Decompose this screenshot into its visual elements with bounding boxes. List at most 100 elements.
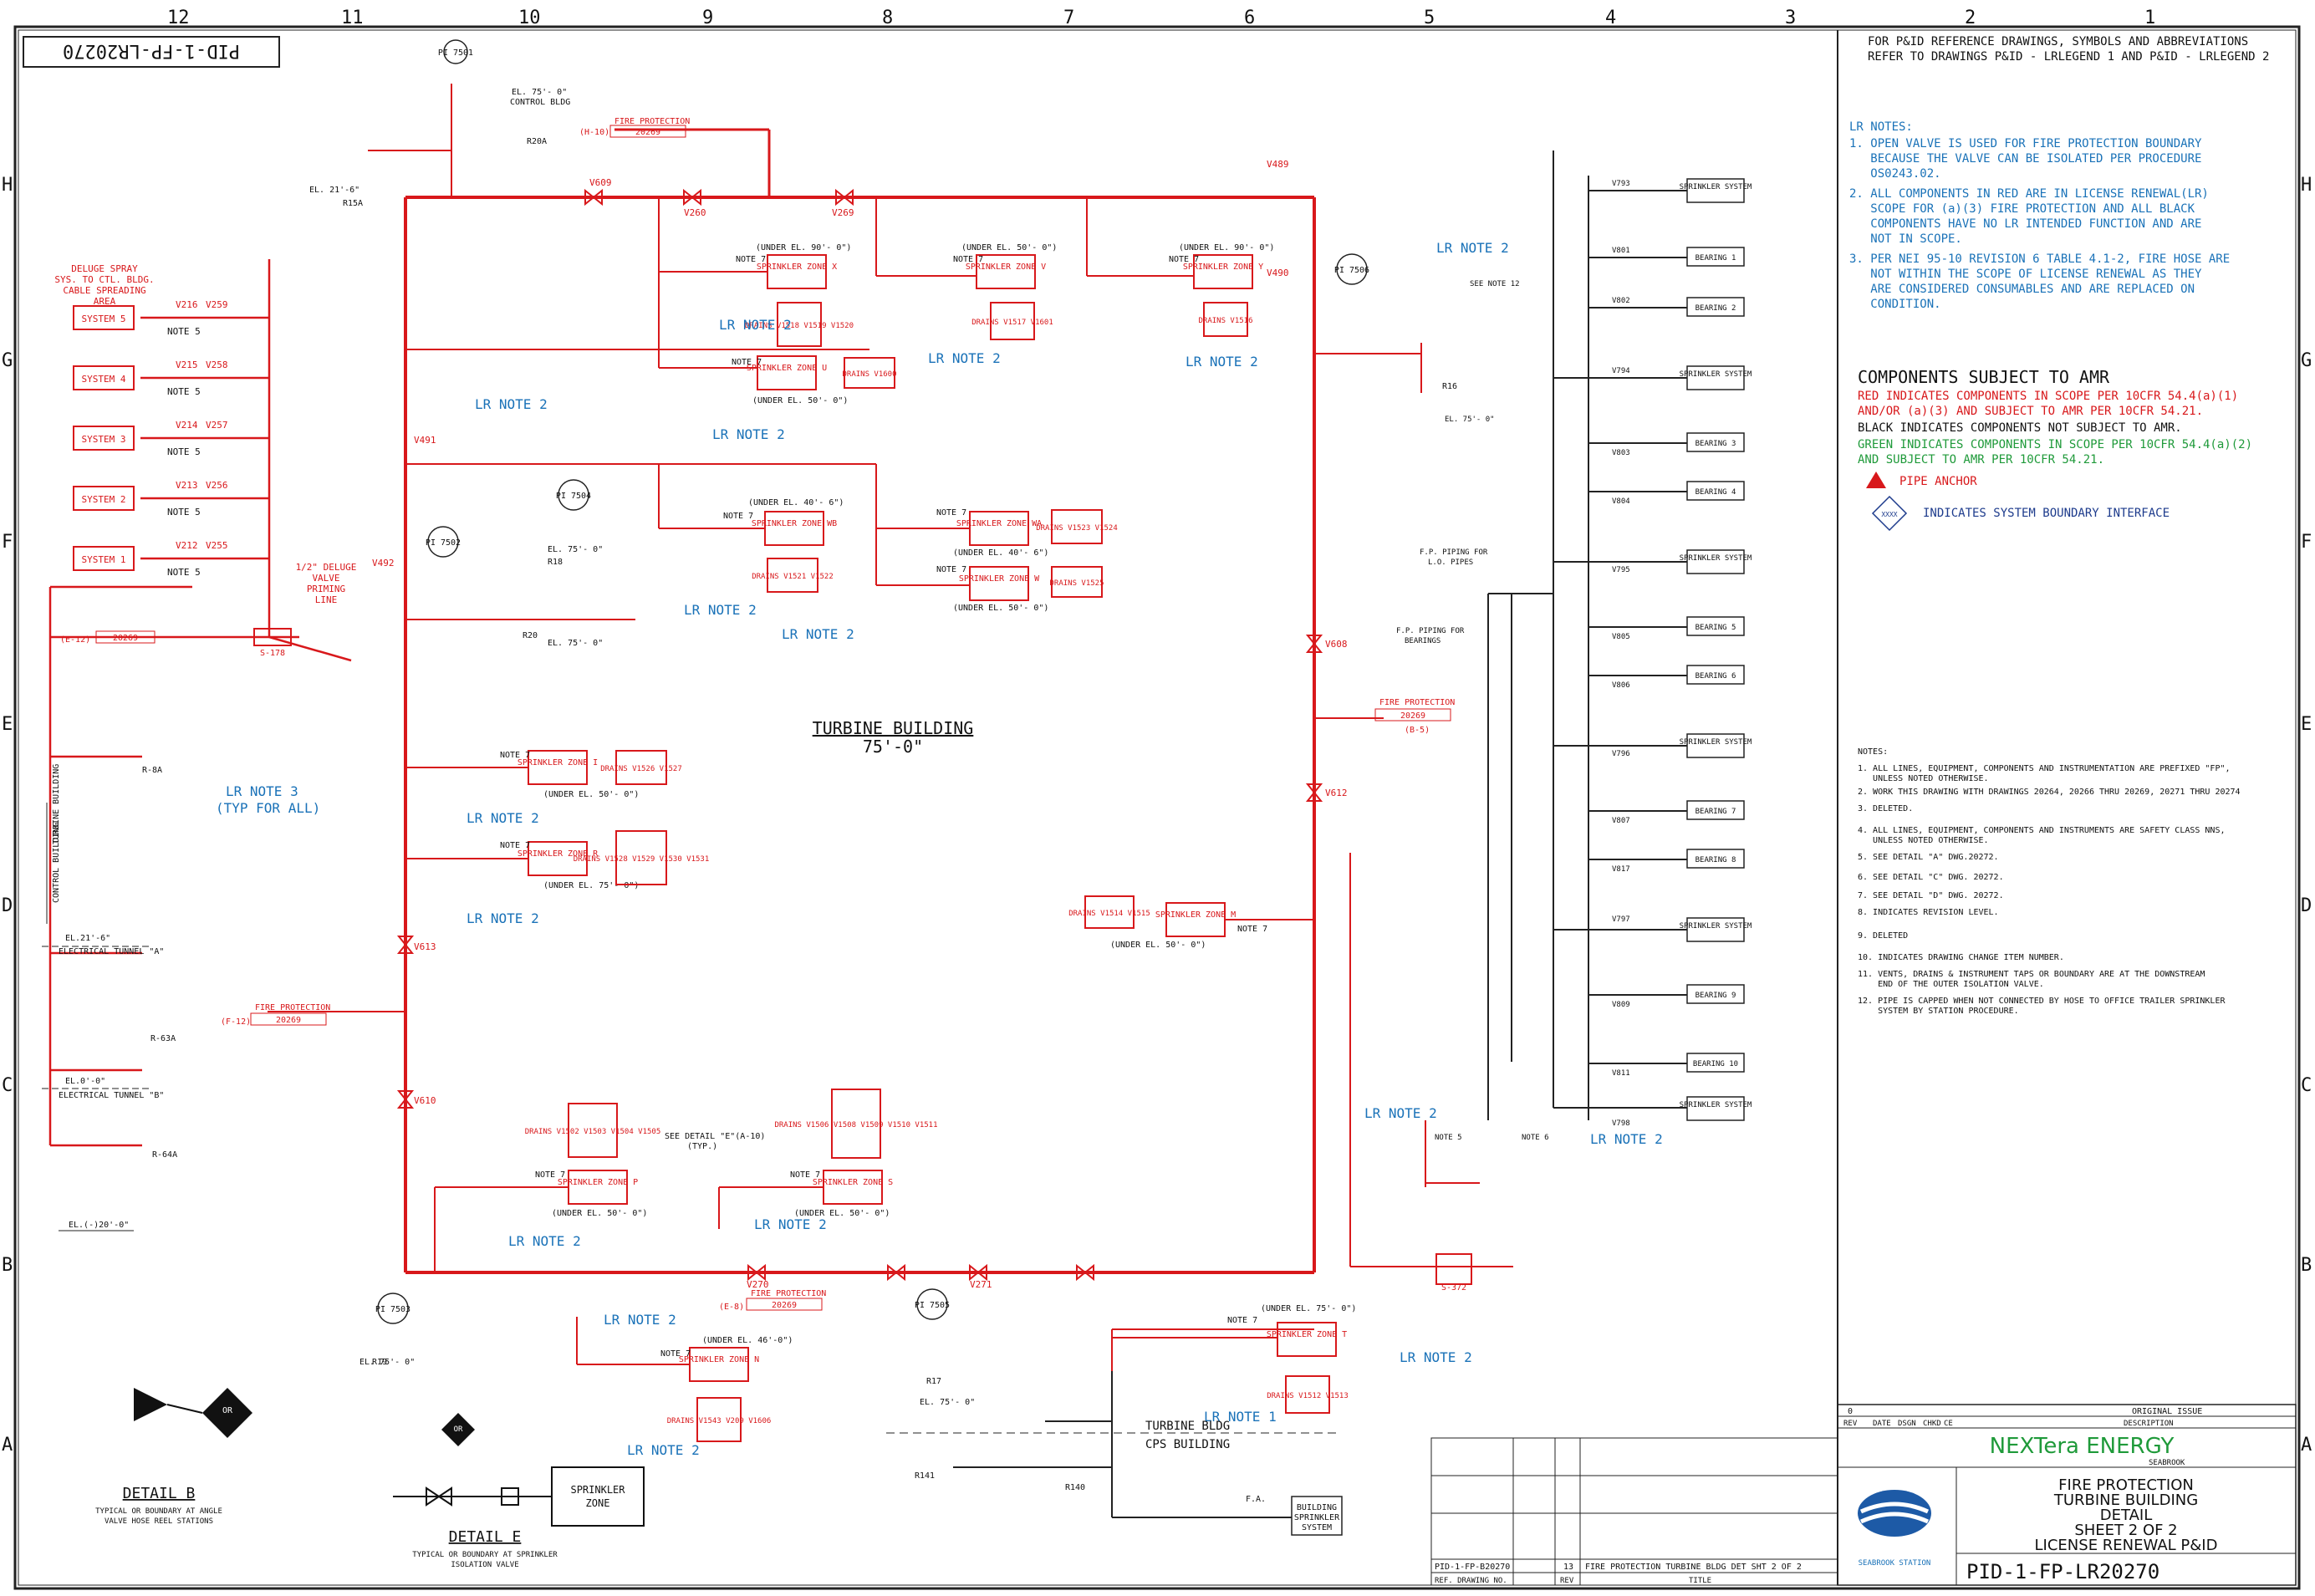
svg-text:(UNDER EL. 46'-0"): (UNDER EL. 46'-0") (702, 1336, 793, 1345)
svg-text:GREEN INDICATES COMPONENTS IN: GREEN INDICATES COMPONENTS IN SCOPE PER … (1858, 438, 2252, 451)
svg-text:V490: V490 (1267, 268, 1289, 278)
svg-text:SYSTEM 5: SYSTEM 5 (82, 314, 126, 324)
svg-text:13: 13 (1563, 1563, 1573, 1572)
detail-e: OR SPRINKLER ZONE DETAIL E TYPICAL OR BO… (393, 1413, 645, 1569)
svg-text:NOTE 7: NOTE 7 (723, 512, 753, 521)
svg-text:COMPONENTS SUBJECT TO AMR: COMPONENTS SUBJECT TO AMR (1858, 367, 2110, 387)
svg-text:NOTES:: NOTES: (1858, 747, 1888, 757)
svg-text:SPRINKLER: SPRINKLER (570, 1484, 625, 1496)
zone-r: SPRINKLER ZONE R(UNDER EL. 75'- 0") (518, 841, 639, 890)
svg-text:SPRINKLER ZONE S: SPRINKLER ZONE S (813, 1178, 893, 1187)
svg-text:V612: V612 (1325, 788, 1348, 798)
svg-text:(UNDER EL. 50'- 0"): (UNDER EL. 50'- 0") (953, 604, 1048, 613)
grid-row-c: C (2, 1075, 13, 1096)
svg-text:BEARING 10: BEARING 10 (1693, 1060, 1738, 1068)
svg-text:CE: CE (1944, 1420, 1953, 1428)
fp-tag-left: 20269(E-12) (60, 630, 156, 645)
cps-building-area: TURBINE BLDG CPS BUILDING BUILDING SPRIN… (886, 1371, 1343, 1536)
svg-text:SCOPE FOR (a)(3) FIRE PROTECTI: SCOPE FOR (a)(3) FIRE PROTECTION AND ALL… (1849, 202, 2195, 216)
svg-text:NOTE 7: NOTE 7 (732, 358, 762, 367)
system-2-box: SYSTEM 2 (73, 486, 135, 511)
svg-text:SPRINKLER ZONE R: SPRINKLER ZONE R (518, 849, 599, 859)
svg-text:CABLE SPREADING: CABLE SPREADING (63, 285, 145, 296)
svg-text:LR NOTE 2: LR NOTE 2 (1364, 1105, 1437, 1121)
svg-text:SPRINKLER SYSTEM: SPRINKLER SYSTEM (1680, 183, 1752, 191)
grid-col-9: 9 (702, 8, 713, 28)
svg-text:NOTE 5: NOTE 5 (167, 326, 201, 337)
svg-text:R20A: R20A (527, 137, 547, 146)
svg-text:ORIGINAL ISSUE: ORIGINAL ISSUE (2132, 1407, 2202, 1416)
svg-text:20269: 20269 (635, 128, 660, 137)
svg-text:OS0243.02.: OS0243.02. (1849, 167, 1941, 181)
svg-text:NOT WITHIN THE SCOPE OF LICENS: NOT WITHIN THE SCOPE OF LICENSE RENEWAL … (1849, 268, 2202, 281)
svg-text:DRAINS V1512 V1513: DRAINS V1512 V1513 (1267, 1392, 1349, 1400)
svg-text:BEARING 2: BEARING 2 (1695, 304, 1736, 313)
svg-text:BEARING 5: BEARING 5 (1695, 624, 1736, 632)
svg-text:TITLE: TITLE (1689, 1577, 1711, 1585)
svg-text:20269: 20269 (772, 1301, 797, 1310)
boundary-interface-icon: XXXX (1871, 495, 1908, 532)
svg-text:SPRINKLER ZONE M: SPRINKLER ZONE M (1155, 910, 1236, 920)
pipe-anchor-icon (1866, 472, 1886, 488)
grid-col-8: 8 (882, 8, 893, 28)
svg-text:E: E (2301, 714, 2312, 735)
svg-text:SYSTEM 2: SYSTEM 2 (82, 494, 126, 505)
svg-text:SPRINKLER ZONE U: SPRINKLER ZONE U (747, 364, 827, 373)
area-title: TURBINE BUILDING 75'-0" (813, 718, 974, 757)
svg-text:R18: R18 (548, 558, 563, 567)
svg-text:FIRE PROTECTION: FIRE PROTECTION (255, 1003, 330, 1012)
svg-text:V609: V609 (589, 177, 612, 188)
grid-rows-right: H G F E D C B A (2301, 175, 2312, 1456)
svg-text:11. VENTS, DRAINS & INSTRUMENT: 11. VENTS, DRAINS & INSTRUMENT TAPS OR B… (1858, 970, 2205, 979)
svg-text:DATE: DATE (1873, 1420, 1891, 1428)
svg-text:DRAINS V1523 V1524: DRAINS V1523 V1524 (1036, 524, 1118, 533)
svg-text:V806: V806 (1612, 681, 1630, 690)
svg-text:20269: 20269 (276, 1016, 301, 1025)
svg-text:V811: V811 (1612, 1069, 1630, 1078)
svg-text:L.O. PIPES: L.O. PIPES (1428, 558, 1473, 567)
svg-text:B: B (2301, 1255, 2312, 1276)
svg-text:V212: V212 (176, 540, 198, 551)
detail-b: OR DETAIL B TYPICAL OR BOUNDARY AT ANGLE… (95, 1388, 252, 1526)
svg-text:LR NOTE 3: LR NOTE 3 (226, 783, 298, 799)
grid-row-a: A (2, 1435, 13, 1456)
svg-text:FIRE PROTECTION: FIRE PROTECTION (1379, 698, 1455, 707)
svg-text:R19: R19 (372, 1358, 387, 1367)
svg-text:(UNDER EL. 50'- 0"): (UNDER EL. 50'- 0") (543, 790, 639, 799)
branch-lines (405, 197, 1314, 1365)
svg-text:V803: V803 (1612, 449, 1630, 457)
title-block: 0 ORIGINAL ISSUE REV DATE DSGN CHKD CE D… (1837, 1404, 2297, 1586)
svg-text:V795: V795 (1612, 566, 1630, 574)
svg-text:ZONE: ZONE (586, 1497, 610, 1509)
svg-text:TURBINE BUILDING: TURBINE BUILDING (2053, 1491, 2198, 1509)
svg-text:DSGN: DSGN (1898, 1420, 1916, 1428)
svg-text:PI 7505: PI 7505 (915, 1301, 950, 1310)
right-risers (1487, 150, 1589, 1120)
drains-8: DRAINS V1526 V1527 (600, 750, 682, 785)
svg-text:DRAINS V1600: DRAINS V1600 (842, 370, 896, 379)
main-valve-labels: V609 V260 V269 V608 V612 V613 V610 V270 … (372, 159, 1348, 1290)
svg-text:PID-1-FP-B20270: PID-1-FP-B20270 (1435, 1563, 1510, 1572)
svg-text:AND/OR (a)(3) AND SUBJECT TO A: AND/OR (a)(3) AND SUBJECT TO AMR PER 10C… (1858, 405, 2203, 418)
svg-text:SYSTEM: SYSTEM (1302, 1523, 1332, 1532)
svg-text:(UNDER EL. 40'- 6"): (UNDER EL. 40'- 6") (748, 498, 844, 507)
svg-text:V610: V610 (414, 1095, 436, 1106)
svg-text:NOTE 7: NOTE 7 (660, 1349, 691, 1359)
svg-text:V817: V817 (1612, 865, 1630, 874)
svg-text:SPRINKLER: SPRINKLER (1294, 1513, 1340, 1522)
svg-text:LR NOTE 2: LR NOTE 2 (1590, 1131, 1663, 1147)
svg-text:AND SUBJECT TO AMR PER 10CFR 5: AND SUBJECT TO AMR PER 10CFR 54.21. (1858, 453, 2104, 467)
svg-text:V257: V257 (206, 420, 228, 431)
svg-text:(TYP FOR ALL): (TYP FOR ALL) (216, 800, 320, 816)
svg-text:SPRINKLER ZONE WB: SPRINKLER ZONE WB (752, 519, 837, 528)
svg-text:LICENSE RENEWAL P&ID: LICENSE RENEWAL P&ID (2035, 1537, 2218, 1554)
svg-text:SYSTEM 3: SYSTEM 3 (82, 434, 126, 445)
svg-text:REF. DRAWING NO.: REF. DRAWING NO. (1435, 1577, 1507, 1585)
svg-text:NOTE 5: NOTE 5 (167, 446, 201, 457)
